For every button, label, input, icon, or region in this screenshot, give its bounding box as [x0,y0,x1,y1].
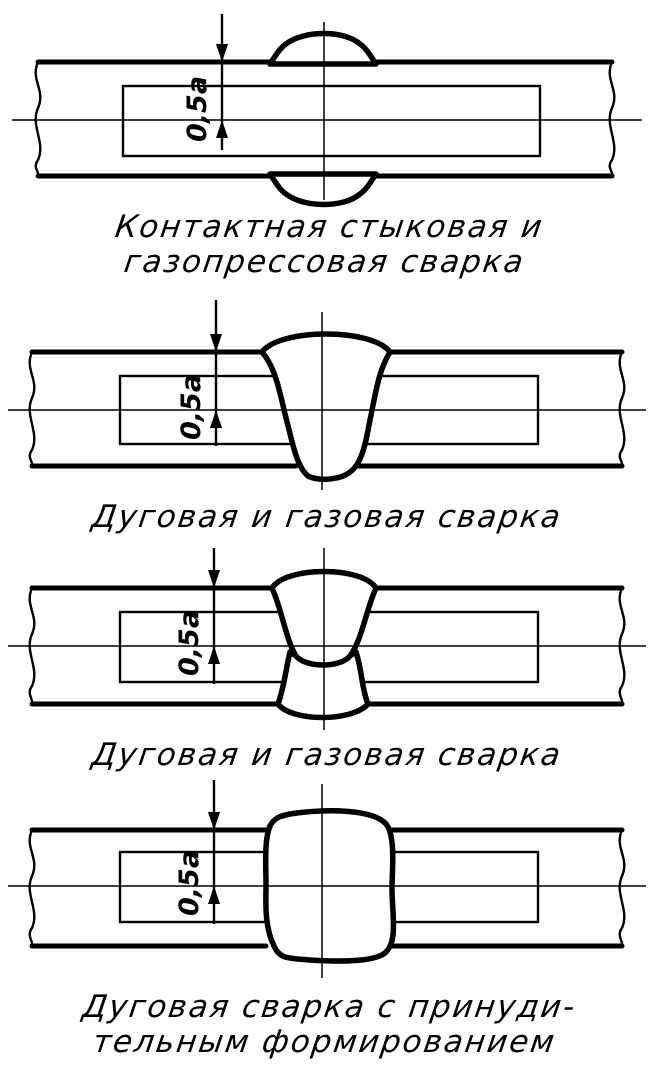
caption-arc-gas-weld-single: Дуговая и газовая сварка [89,499,565,535]
diagram-arc-weld-forced-forming: 0,5a [8,780,646,978]
diagram-contact-butt-weld: 0,5a [12,14,642,208]
bar-outline [29,349,625,469]
break-line-right [618,351,626,467]
break-line-left [28,587,36,705]
inner-section-rect [121,84,542,158]
dimension-label: 0,5a [176,374,207,440]
bar-outline [29,827,625,949]
caption-contact-butt-weld: Контактная стыковая и газопрессовая свар… [112,209,547,280]
dimension-arrow-bottom [208,646,220,664]
weld-bead-v [259,331,393,483]
bar-outline [29,585,625,707]
dimension-arrow-top [208,570,220,588]
break-line-left [28,829,36,947]
break-line-right [618,587,626,705]
weld-upset-bottom [267,171,379,208]
weld-upset-top [267,30,379,67]
break-line-left [28,351,36,467]
dimension-arrow-top [208,812,220,830]
break-line-right [618,829,626,947]
bar-outline [35,59,615,179]
dimension-arrow-top [216,44,228,62]
dimension-arrow-bottom [210,410,222,428]
caption-arc-gas-weld-double: Дуговая и газовая сварка [89,737,565,773]
dimension-label: 0,5a [174,610,205,676]
diagram-arc-gas-weld-double: 0,5a [8,548,646,730]
break-line-left [34,61,42,177]
dimension-arrow-bottom [216,120,228,138]
caption-arc-weld-forced-forming: Дуговая сварка с принуди- тельным формир… [80,989,579,1060]
break-line-right [608,61,616,177]
diagram-arc-gas-weld-single: 0,5a [8,300,646,490]
dimension-label: 0,5a [174,850,205,916]
dimension-arrow-top [210,334,222,352]
dimension-arrow-bottom [208,886,220,904]
dimension-label: 0,5a [182,76,213,142]
